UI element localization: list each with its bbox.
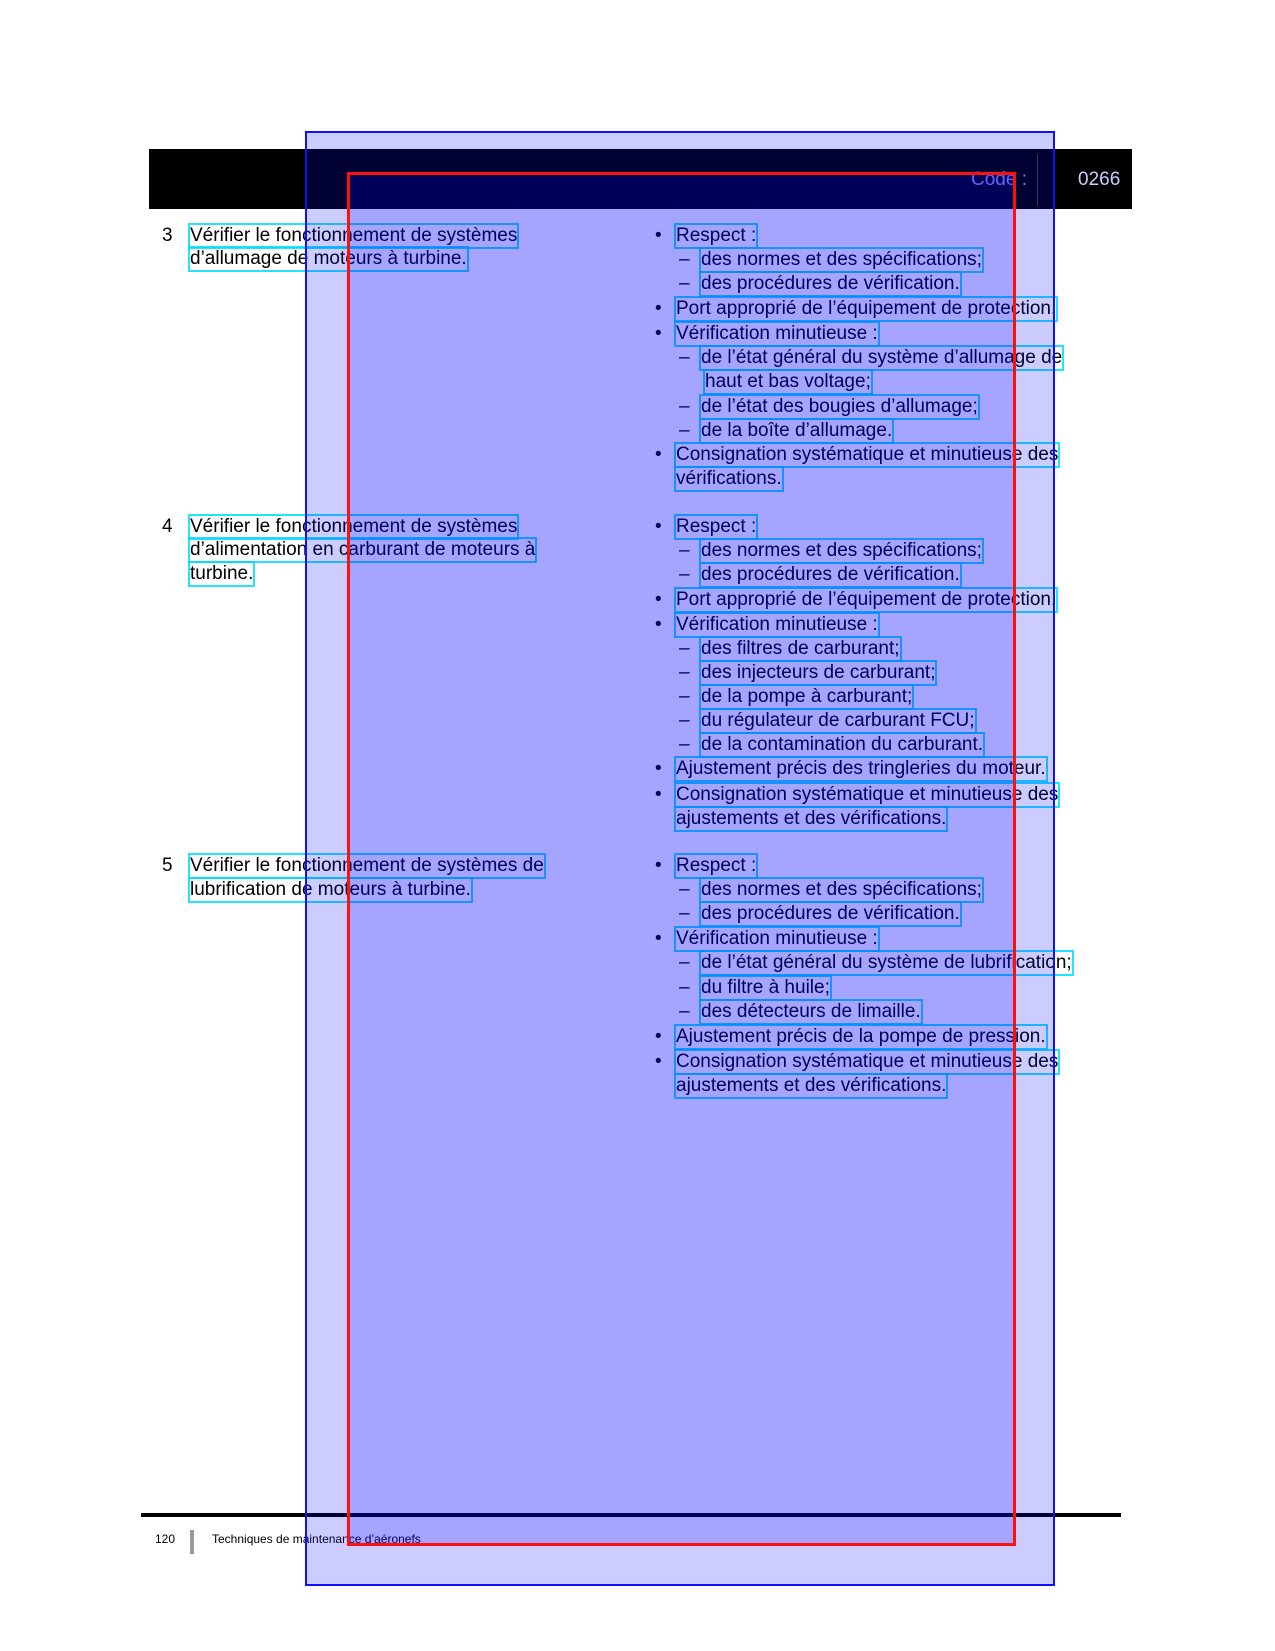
dash-icon: – [679, 903, 690, 924]
dash-icon: – [679, 686, 690, 707]
bullet-icon: • [655, 225, 662, 246]
criterion-line: des procédures de vérification. [699, 271, 962, 297]
criterion-line: Vérification minutieuse : [674, 612, 880, 638]
dash-icon: – [679, 952, 690, 973]
criterion-line: ajustements et des vérifications. [673, 1073, 949, 1099]
code-value: 0266 [1078, 169, 1121, 190]
footer-title: Techniques de maintenance d’aéronefs [212, 1532, 421, 1546]
criterion-line: des normes et des spécifications; [699, 247, 984, 273]
competency-title-line: Vérifier le fonctionnement de systèmes d… [188, 853, 546, 879]
criterion-line: Vérification minutieuse : [674, 321, 880, 347]
criterion-line: des filtres de carburant; [699, 636, 902, 662]
criterion-line: de l’état des bougies d’allumage; [699, 394, 980, 420]
bullet-icon: • [655, 855, 662, 876]
criterion-line: Ajustement précis de la pompe de pressio… [674, 1024, 1048, 1050]
criterion-line: Respect : [673, 853, 759, 879]
code-label: Code : [971, 169, 1027, 190]
bullet-icon: • [655, 614, 662, 635]
criterion-line: de la contamination du carburant. [698, 732, 986, 758]
criterion-line: des procédures de vérification. [699, 901, 962, 927]
bullet-icon: • [655, 516, 662, 537]
dash-icon: – [679, 396, 690, 417]
criterion-line: des normes et des spécifications; [699, 538, 984, 564]
dash-icon: – [679, 564, 690, 585]
bullet-icon: • [655, 298, 662, 319]
page-number: 120 [155, 1532, 176, 1546]
dash-icon: – [679, 249, 690, 270]
competency-title-line: d’allumage de moteurs à turbine. [188, 246, 469, 272]
criterion-line: de l’état général du système d’allumage … [698, 345, 1065, 371]
dash-icon: – [679, 1001, 690, 1022]
criterion-line: de la pompe à carburant; [698, 684, 915, 710]
header-bar [149, 149, 1132, 209]
bullet-icon: • [655, 758, 662, 779]
footer-divider [141, 1513, 1121, 1517]
criterion-line: des injecteurs de carburant; [698, 660, 938, 686]
criterion-line: Consignation systématique et minutieuse … [673, 442, 1061, 468]
header-divider [1037, 155, 1038, 205]
criterion-line: haut et bas voltage; [703, 369, 873, 395]
dash-icon: – [679, 273, 690, 294]
dash-icon: – [679, 638, 690, 659]
criterion-line: Consignation systématique et minutieuse … [673, 782, 1061, 808]
criterion-line: de l’état général du système de lubrific… [699, 950, 1074, 976]
criterion-line: vérifications. [674, 466, 784, 492]
criterion-line: Port approprié de l’équipement de protec… [673, 587, 1059, 613]
dash-icon: – [679, 662, 690, 683]
dash-icon: – [679, 879, 690, 900]
competency-title-line: d’alimentation en carburant de moteurs à [187, 537, 538, 563]
criterion-line: Vérification minutieuse : [674, 926, 880, 952]
criterion-line: Respect : [673, 514, 759, 540]
section-number: 5 [162, 855, 173, 876]
criterion-line: du régulateur de carburant FCU; [699, 708, 977, 734]
criterion-line: Respect : [673, 223, 759, 249]
competency-title-line: lubrification de moteurs à turbine. [188, 877, 473, 903]
competency-title-line: Vérifier le fonctionnement de systèmes [187, 514, 520, 540]
section-number: 3 [162, 225, 173, 246]
criterion-line: des normes et des spécifications; [699, 877, 984, 903]
dash-icon: – [679, 734, 690, 755]
bullet-icon: • [655, 928, 662, 949]
dash-icon: – [679, 977, 690, 998]
criterion-line: Consignation systématique et minutieuse … [673, 1049, 1061, 1075]
dash-icon: – [679, 347, 690, 368]
competency-title-line: Vérifier le fonctionnement de systèmes [187, 223, 520, 249]
bullet-icon: • [655, 323, 662, 344]
bullet-icon: • [655, 589, 662, 610]
criterion-line: Port approprié de l’équipement de protec… [673, 296, 1059, 322]
bullet-icon: • [655, 444, 662, 465]
bullet-icon: • [655, 1051, 662, 1072]
dash-icon: – [679, 540, 690, 561]
bullet-icon: • [655, 1026, 662, 1047]
criterion-line: des détecteurs de limaille. [699, 999, 923, 1025]
bullet-icon: • [655, 784, 662, 805]
dash-icon: – [679, 710, 690, 731]
criterion-line: de la boîte d’allumage. [698, 418, 895, 444]
competency-title-line: turbine. [187, 561, 256, 587]
section-number: 4 [162, 516, 173, 537]
criterion-line: du filtre à huile; [699, 975, 832, 1001]
criterion-line: ajustements et des vérifications. [673, 806, 949, 832]
footer-separator [190, 1530, 194, 1554]
dash-icon: – [679, 420, 690, 441]
criterion-line: Ajustement précis des tringleries du mot… [674, 756, 1048, 782]
criterion-line: des procédures de vérification. [699, 562, 962, 588]
